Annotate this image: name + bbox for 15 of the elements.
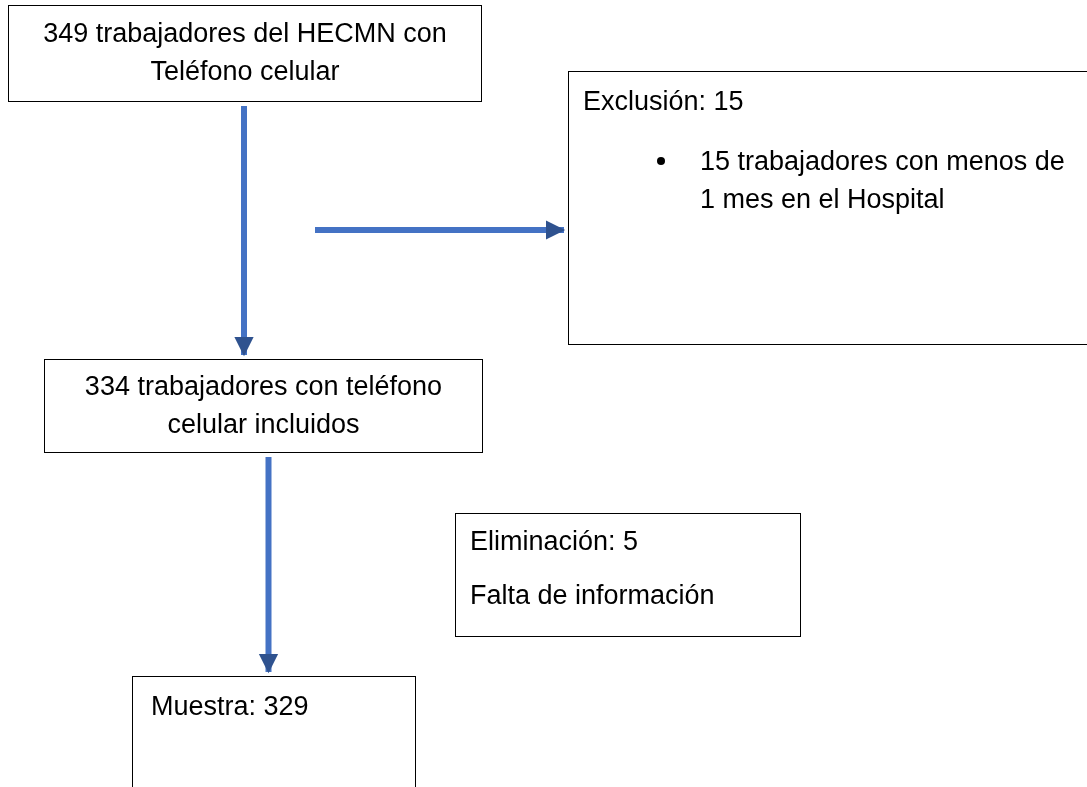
process-box	[8, 5, 482, 102]
box-text: 334 trabajadores con teléfono celular incluidos	[83, 370, 444, 441]
process-box	[455, 513, 801, 637]
box-heading: Muestra: 329	[151, 691, 309, 722]
sample-box	[132, 676, 416, 787]
box-text: 349 trabajadores del HECMN con Teléfono celular	[42, 17, 448, 88]
arrow	[315, 220, 566, 240]
process-box	[568, 71, 1087, 345]
box-heading: Eliminación: 5	[470, 526, 639, 557]
process-box	[44, 359, 483, 453]
arrow	[258, 457, 279, 674]
bullet-item: 15 trabajadores con menos de 1 mes en el Hospital	[700, 145, 1066, 216]
arrow	[234, 106, 254, 357]
box-heading: Exclusión: 15	[583, 86, 744, 117]
box-text: Falta de información	[470, 580, 715, 611]
